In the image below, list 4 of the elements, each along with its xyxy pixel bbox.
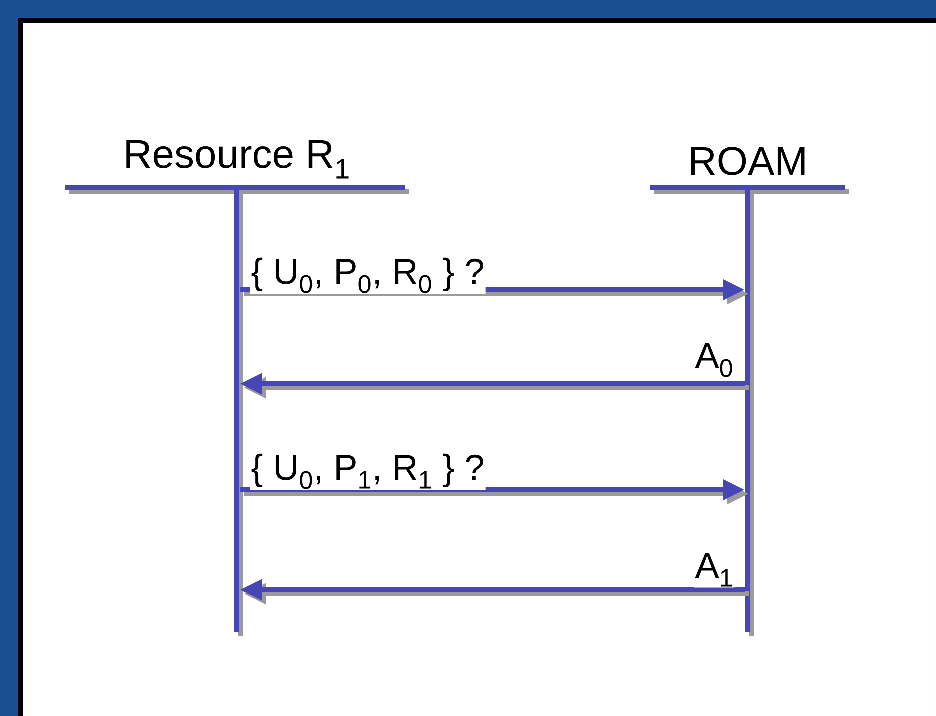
edge-label: { U$_{0}$, P$_{0}$, R$_{0}$ } ?: [250, 256, 486, 294]
edge-label: A$_{0}$: [694, 342, 735, 378]
edge-label: { U$_{0}$, P$_{1}$, R$_{1}$ } ?: [250, 452, 486, 490]
edge-label: A$_{1}$: [694, 552, 735, 588]
